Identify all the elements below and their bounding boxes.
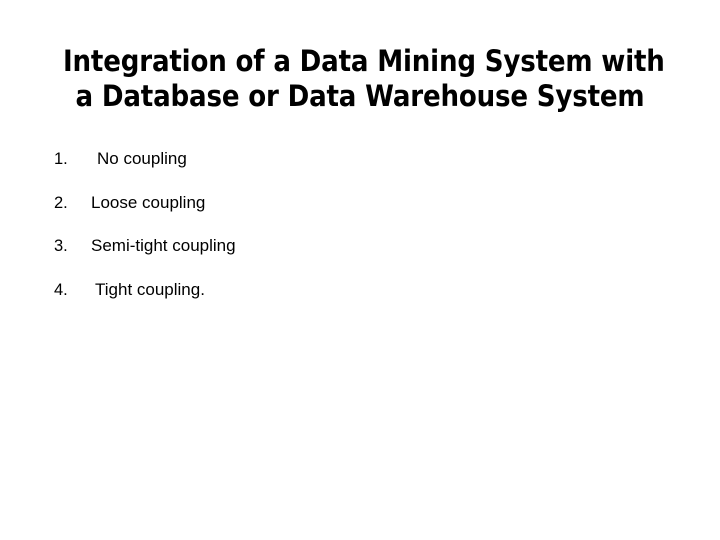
page-title-line-1: Integration of a Data Mining System with [63, 44, 665, 78]
list-item-number: 1. [54, 150, 68, 168]
list-item-number: 2. [54, 193, 68, 212]
list-item-label: Loose coupling [91, 192, 206, 212]
list-item-number: 4. [54, 280, 68, 299]
page-title-line-2: a Database or Data Warehouse System [75, 79, 645, 113]
list-item-number: 3. [54, 237, 68, 255]
list-item: 1. No coupling [0, 148, 720, 192]
list-item-label: No coupling [97, 149, 187, 168]
list-item: 2. Loose coupling [0, 192, 720, 236]
list-item: 3. Semi-tight coupling [0, 235, 720, 279]
list-item: 4. Tight coupling. [0, 279, 720, 323]
page-title: Integration of a Data Mining System with… [63, 44, 665, 114]
list-item-label: Semi-tight coupling [91, 236, 236, 255]
coupling-list: 1. No coupling 2. Loose coupling 3. Semi… [0, 148, 720, 322]
list-item-label: Tight coupling. [95, 279, 205, 299]
